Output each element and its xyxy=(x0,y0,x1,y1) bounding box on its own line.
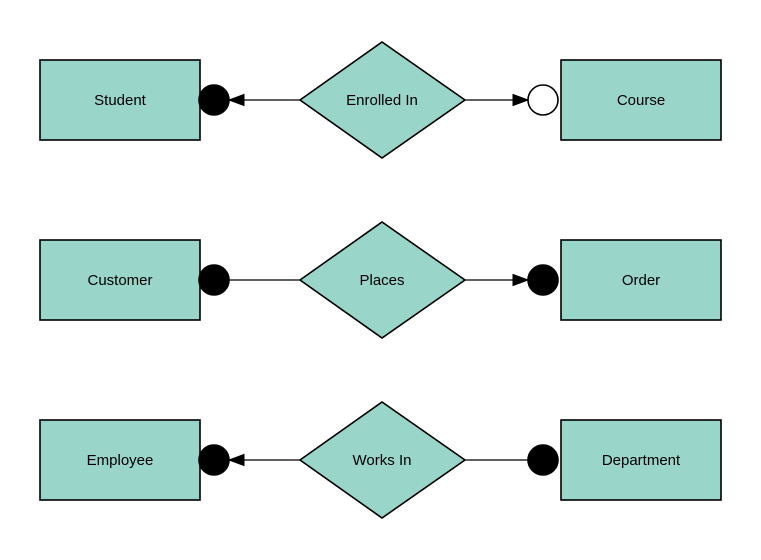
relationship-enrolled-in-label: Enrolled In xyxy=(346,92,418,109)
entity-customer xyxy=(39,239,201,321)
entity-course xyxy=(560,59,722,141)
relationship-works-in-label: Works In xyxy=(353,452,412,469)
relationship-row-employee-department: Employee Works In Department xyxy=(39,401,722,519)
connector-dot-department xyxy=(527,444,559,476)
entity-order-label: Order xyxy=(622,272,660,289)
entity-order xyxy=(560,239,722,321)
connector-dot-order xyxy=(527,264,559,296)
relationship-row-student-course: Student Enrolled In Course xyxy=(39,41,722,159)
entity-employee-label: Employee xyxy=(87,452,154,469)
connector-dot-customer xyxy=(198,264,230,296)
entity-course-label: Course xyxy=(617,92,665,109)
relationship-places-label: Places xyxy=(359,272,404,289)
entity-student xyxy=(39,59,201,141)
connector-dot-employee xyxy=(198,444,230,476)
arrowhead-toward-order xyxy=(512,273,530,287)
arrowhead-toward-employee xyxy=(227,453,245,467)
entity-department xyxy=(560,419,722,501)
relationship-row-customer-order: Customer Places Order xyxy=(39,221,722,339)
arrowhead-toward-student xyxy=(227,93,245,107)
connector-dot-student xyxy=(198,84,230,116)
arrowhead-toward-course xyxy=(512,93,530,107)
entity-customer-label: Customer xyxy=(87,272,152,289)
entity-student-label: Student xyxy=(94,92,147,109)
entity-department-label: Department xyxy=(602,452,681,469)
connector-dot-course xyxy=(527,84,559,116)
